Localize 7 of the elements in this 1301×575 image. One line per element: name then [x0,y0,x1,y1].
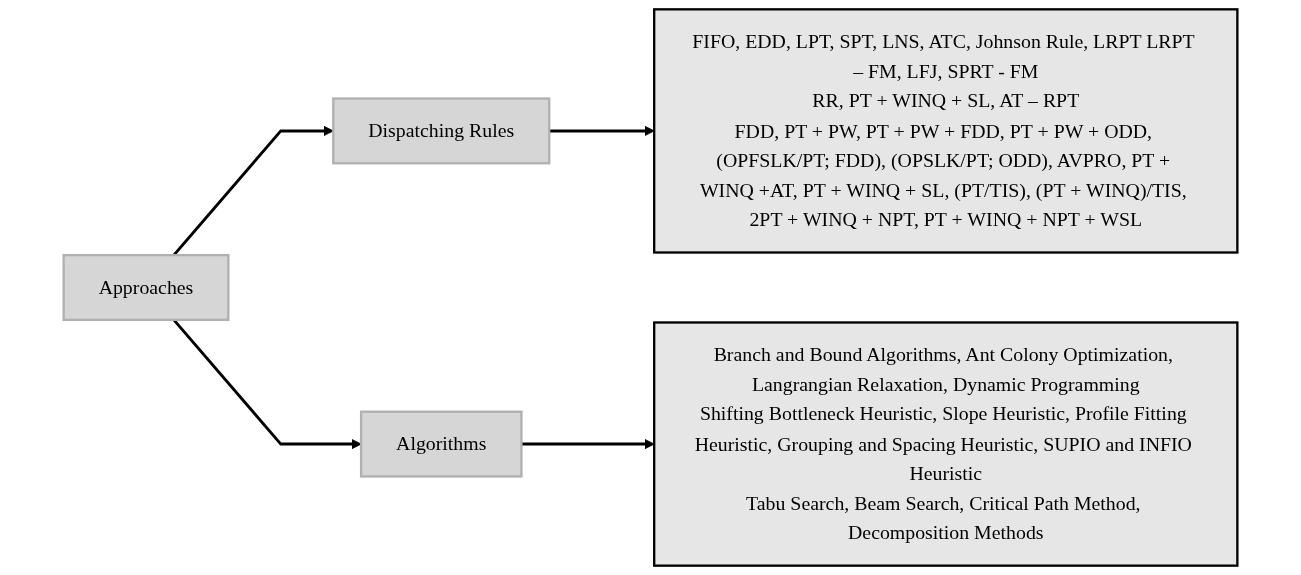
arrow [521,438,655,450]
node-box: Dispatching Rules [332,97,551,165]
node-box: Algorithms [359,410,523,478]
node-box: Branch and Bound Algorithms, Ant Colony Optimization, Langrangian Relaxation, Dynamic Programming Shifting Bottleneck Heuristic, Slope Heuristic, Profile Fitting Heuristic, Grouping and Spacing Heuristic, SUPIO and INFIO Heuristic Tabu Search, Beam Search, Critical Path Method, Decomposition Methods [653,321,1239,567]
arrow [549,125,655,137]
node-box: FIFO, EDD, LPT, SPT, LNS, ATC, Johnson Rule, LRPT LRPT – FM, LFJ, SPRT - FM RR, PT + WINQ + SL, AT – RPT FDD, PT + PW, PT + PW + FDD, PT + PW + ODD, (OPFSLK/PT; FDD), (OPSLK/PT; ODD), AVPRO, PT + WINQ +AT, PT + WINQ + SL, (PT/TIS), (PT + WINQ)/TIS, 2PT + WINQ + NPT, PT + WINQ + NPT + WSL [653,8,1239,254]
node-box: Approaches [62,253,230,322]
